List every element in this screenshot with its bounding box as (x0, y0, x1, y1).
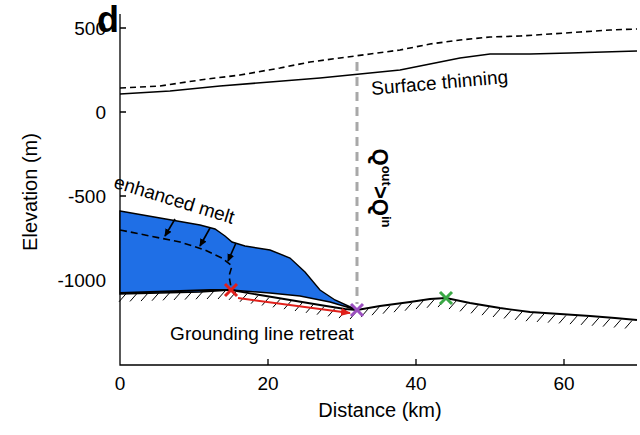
tick-label: 0 (115, 374, 126, 393)
pinning-point-cross (440, 292, 452, 304)
tick-label: 40 (405, 374, 426, 393)
tick-label: 20 (257, 374, 278, 393)
flux-symbol: in (379, 216, 394, 228)
flux-symbol: out (379, 166, 394, 186)
flux-gate (356, 62, 359, 304)
retreat-arrow (238, 298, 350, 313)
tick-label: 60 (553, 374, 574, 393)
flux-inequality: Qout>Qin (369, 149, 391, 228)
tick-label: -1000 (57, 271, 106, 290)
new-grounding-line-cross (225, 284, 237, 296)
ice-shelf (120, 211, 357, 310)
tick-label: 500 (74, 19, 106, 38)
tick-label: 0 (95, 103, 106, 122)
bed-line (120, 290, 637, 320)
old-grounding-line-cross (351, 304, 363, 316)
tick-label: -500 (68, 187, 106, 206)
flux-symbol: Q (368, 199, 393, 216)
axes (120, 14, 637, 365)
axis-title: Elevation (m) (20, 133, 40, 251)
flux-symbol: > (368, 186, 393, 199)
former-base (120, 230, 232, 287)
annotation: Grounding line retreat (170, 324, 354, 343)
axis-title: Distance (km) (318, 400, 441, 420)
flux-symbol: Q (368, 149, 393, 166)
